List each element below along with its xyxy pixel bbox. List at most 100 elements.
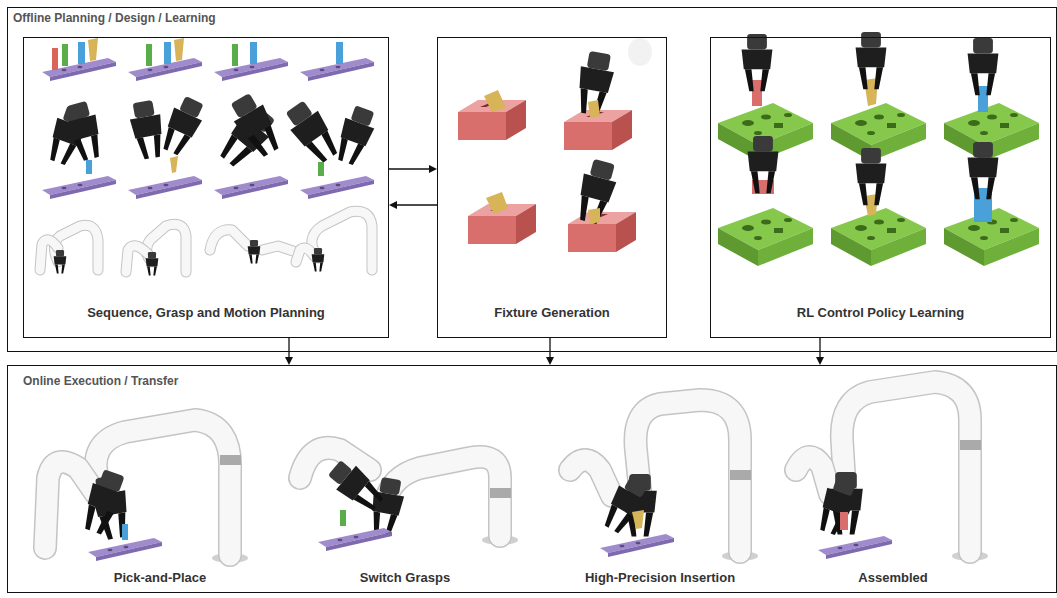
robot-arm (636, 400, 741, 552)
gripper (331, 103, 380, 167)
gripper (281, 97, 344, 167)
robot-arm (570, 460, 612, 496)
part-red (752, 80, 762, 106)
part-yellow (588, 208, 600, 224)
gripper (856, 32, 887, 89)
robot-arm (126, 246, 148, 272)
gripper (312, 248, 325, 271)
robot-arm (210, 230, 248, 250)
arrowhead (429, 165, 437, 173)
base-plate (214, 176, 288, 199)
panel-title: Online Execution / Transfer (23, 374, 178, 388)
gripper (968, 142, 999, 199)
robot-arm (262, 246, 296, 252)
arrow-line (288, 338, 289, 357)
fixture-row (458, 38, 652, 252)
part-blue (336, 42, 343, 64)
robot-arm (210, 230, 248, 250)
part-yellow (632, 510, 644, 529)
base-plate (88, 538, 162, 561)
scene-caption: High-Precision Insertion (585, 570, 735, 585)
gripper (156, 94, 208, 159)
part-blue (86, 160, 92, 174)
part-blue (78, 42, 85, 64)
flow-arrow (389, 165, 437, 173)
arrow-line (389, 168, 429, 169)
robot-arm (262, 246, 296, 252)
part-green (340, 510, 346, 526)
arrowhead (816, 357, 824, 365)
fixture-tray (718, 208, 813, 266)
gripper (598, 472, 653, 537)
joint-band (220, 455, 241, 465)
gripper (968, 38, 999, 95)
part-green (318, 162, 324, 176)
arrowhead (285, 357, 293, 365)
robot-arm (296, 248, 314, 262)
base-plate (318, 528, 392, 551)
base-plate (818, 536, 892, 559)
gripper (856, 148, 887, 205)
module-box: RL Control Policy Learning (710, 37, 1051, 338)
gripper (248, 240, 261, 263)
arrow-line (819, 338, 820, 357)
robot-arm (636, 400, 741, 552)
base-plate (42, 176, 116, 199)
part-blue (978, 86, 988, 112)
gripper (324, 456, 388, 516)
gripper (572, 157, 621, 226)
gripper (146, 252, 159, 275)
fixture-block (568, 212, 636, 252)
gripper (748, 136, 779, 193)
gripper (742, 34, 773, 91)
robot-arm (796, 457, 830, 494)
joint-band (730, 470, 751, 480)
part-blue (250, 42, 257, 64)
part-blue (122, 524, 128, 540)
flow-arrow (389, 201, 437, 209)
part-blue (164, 42, 171, 64)
robot-arm (45, 462, 96, 548)
part-yellow (170, 156, 178, 173)
gripper (813, 473, 862, 537)
gripper (573, 50, 617, 117)
arrowhead (546, 357, 554, 365)
stage-panel: Online Execution / Transfer (7, 365, 1057, 593)
scene-caption: Assembled (858, 570, 927, 585)
robot-arm (628, 38, 652, 66)
part-green (62, 44, 68, 66)
policy-row (718, 32, 1039, 266)
gripper (54, 250, 67, 273)
base-plate (600, 534, 674, 557)
part-red (840, 512, 848, 530)
robot-arm (570, 460, 612, 496)
module-box: Fixture Generation (437, 37, 667, 338)
arrow-line (549, 338, 550, 357)
box-caption: RL Control Policy Learning (715, 305, 1046, 320)
scene-caption: Pick-and-Place (114, 570, 207, 585)
arrow-line (397, 204, 437, 205)
arrowhead (389, 201, 397, 209)
gripper (62, 100, 107, 163)
gripper (225, 90, 285, 161)
assembly-row (42, 38, 374, 81)
joint-band (960, 440, 981, 450)
part-yellow (174, 38, 184, 61)
motion-row (40, 211, 372, 275)
robot-arm (796, 457, 830, 494)
robot-arm (296, 248, 314, 262)
part-yellow (486, 192, 508, 214)
grasp-row (42, 90, 380, 199)
robot-arm (45, 462, 96, 548)
part-yellow (484, 90, 506, 112)
execution-row (45, 382, 988, 563)
gripper (127, 99, 167, 161)
box-caption: Fixture Generation (442, 305, 662, 320)
part-yellow (88, 38, 98, 61)
robot-arm (842, 382, 970, 552)
stage-panel: Offline Planning / Design / LearningSequ… (7, 7, 1057, 352)
scene-caption: Switch Grasps (360, 570, 450, 585)
joint-band (490, 488, 511, 498)
